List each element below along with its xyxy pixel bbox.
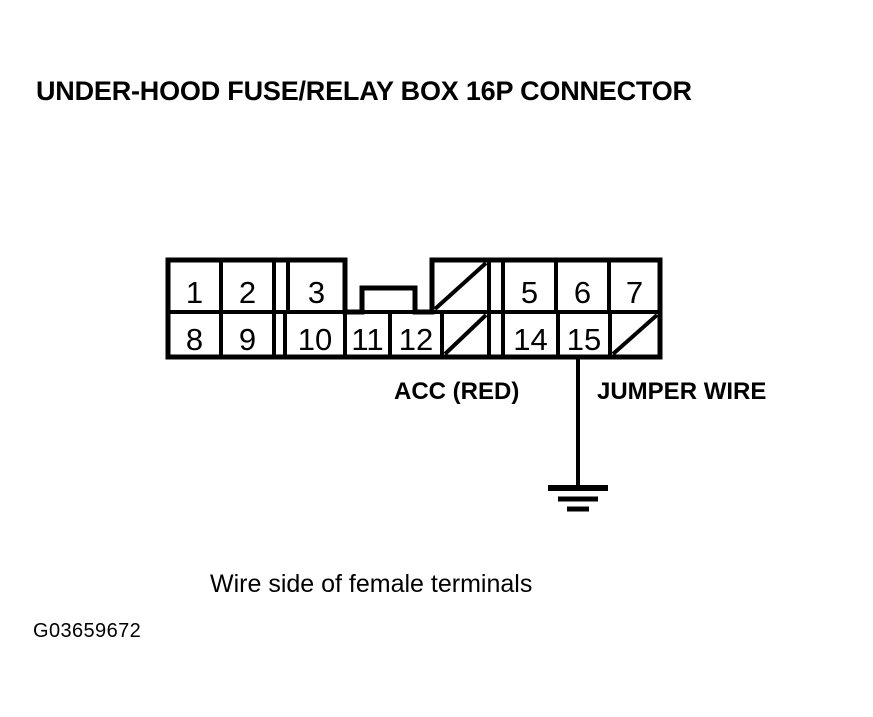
terminal-cell-7: 7 (607, 258, 662, 314)
connector-outline (165, 257, 663, 360)
jumper-wire-group (548, 357, 608, 512)
terminal-cell-9: 9 (219, 310, 276, 359)
terminal-number: 5 (521, 275, 538, 310)
terminal-number: 2 (239, 275, 256, 310)
terminal-cell-5: 5 (501, 258, 558, 314)
terminal-number: 8 (186, 322, 203, 357)
terminal-number: 12 (399, 322, 433, 357)
terminal-number: 7 (626, 275, 643, 310)
connector-rib-bottom-2 (487, 310, 505, 359)
terminal-cell-12: 12 (388, 310, 444, 359)
terminal-cell-8: 8 (166, 310, 223, 359)
terminal-number: 10 (298, 322, 332, 357)
connector-rib-top-2 (487, 258, 505, 314)
blank-slash (443, 313, 488, 356)
terminal-cell-13-blank (440, 310, 491, 359)
connector-bottom-row: 8 9 10 11 12 (166, 310, 662, 359)
terminal-number: 3 (308, 275, 325, 310)
terminal-cell-11: 11 (343, 310, 392, 359)
terminal-cell-6: 6 (554, 258, 611, 314)
blank-slash (433, 261, 488, 311)
blank-slash (611, 313, 659, 356)
terminal-number: 6 (574, 275, 591, 310)
terminal-cell-14: 14 (501, 310, 560, 359)
terminal-cell-16-blank (608, 310, 662, 359)
terminal-cell-1: 1 (166, 258, 223, 314)
terminal-cell-3: 3 (286, 258, 347, 314)
terminal-number: 14 (513, 322, 547, 357)
terminal-cell-15: 15 (556, 310, 612, 359)
reference-code: G03659672 (33, 620, 142, 642)
connector-rib-top (272, 258, 290, 314)
diagram-caption: Wire side of female terminals (210, 570, 533, 598)
connector-keying-tab (345, 286, 432, 314)
terminal-number: 11 (351, 322, 383, 357)
terminal-number: 9 (239, 322, 256, 357)
terminal-cell-10: 10 (283, 310, 347, 359)
connector-diagram: 1 2 3 (165, 257, 663, 512)
page-title: UNDER-HOOD FUSE/RELAY BOX 16P CONNECTOR (36, 76, 692, 106)
jumper-wire-label: JUMPER WIRE (597, 378, 767, 405)
terminal-number: 1 (186, 275, 203, 310)
acc-wire-label: ACC (RED) (394, 378, 520, 405)
ground-symbol (548, 485, 608, 512)
terminal-number: 15 (567, 322, 601, 357)
terminal-cell-4-blank (430, 258, 491, 314)
terminal-cell-2: 2 (219, 258, 276, 314)
